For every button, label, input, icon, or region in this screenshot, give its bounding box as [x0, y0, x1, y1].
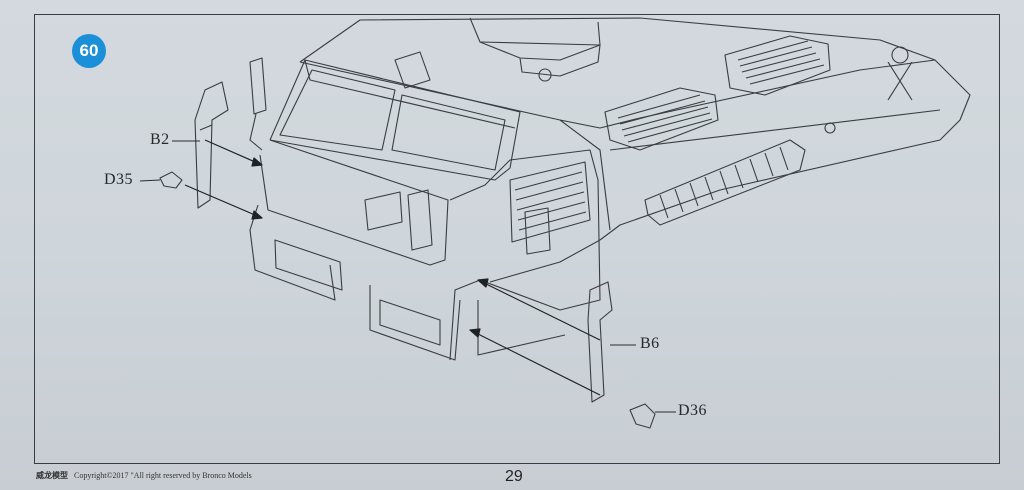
exhaust-tube: [644, 139, 806, 226]
side-door: [449, 149, 601, 361]
callout-b2: B2: [150, 131, 170, 148]
callout-d35: D35: [104, 171, 134, 188]
roof-hatch: [469, 17, 601, 77]
part-b2: [194, 81, 229, 209]
brand-name: 威龙模型: [36, 471, 68, 480]
cab-front: [249, 139, 461, 361]
part-b6: [587, 281, 613, 403]
page-frame: [34, 14, 1000, 464]
cab-windshield: [269, 59, 521, 181]
assembly-arrows: [184, 139, 601, 396]
roof-details: [364, 46, 913, 251]
step-number-badge: 60: [72, 34, 106, 68]
part-d35: [159, 171, 183, 189]
part-d36: [629, 403, 656, 429]
callout-b6: B6: [640, 335, 660, 352]
callout-d36: D36: [678, 402, 708, 419]
deck-grilles: [604, 35, 831, 151]
callout-leaders: [139, 140, 676, 413]
page-number: 29: [505, 468, 523, 485]
mirror-left: [249, 57, 267, 151]
footer-copyright: 威龙模型 Copyright©2017 "All right reserved b…: [36, 470, 252, 481]
hull-outline: [299, 17, 971, 283]
copyright-text: Copyright©2017 "All right reserved by Br…: [74, 471, 252, 480]
